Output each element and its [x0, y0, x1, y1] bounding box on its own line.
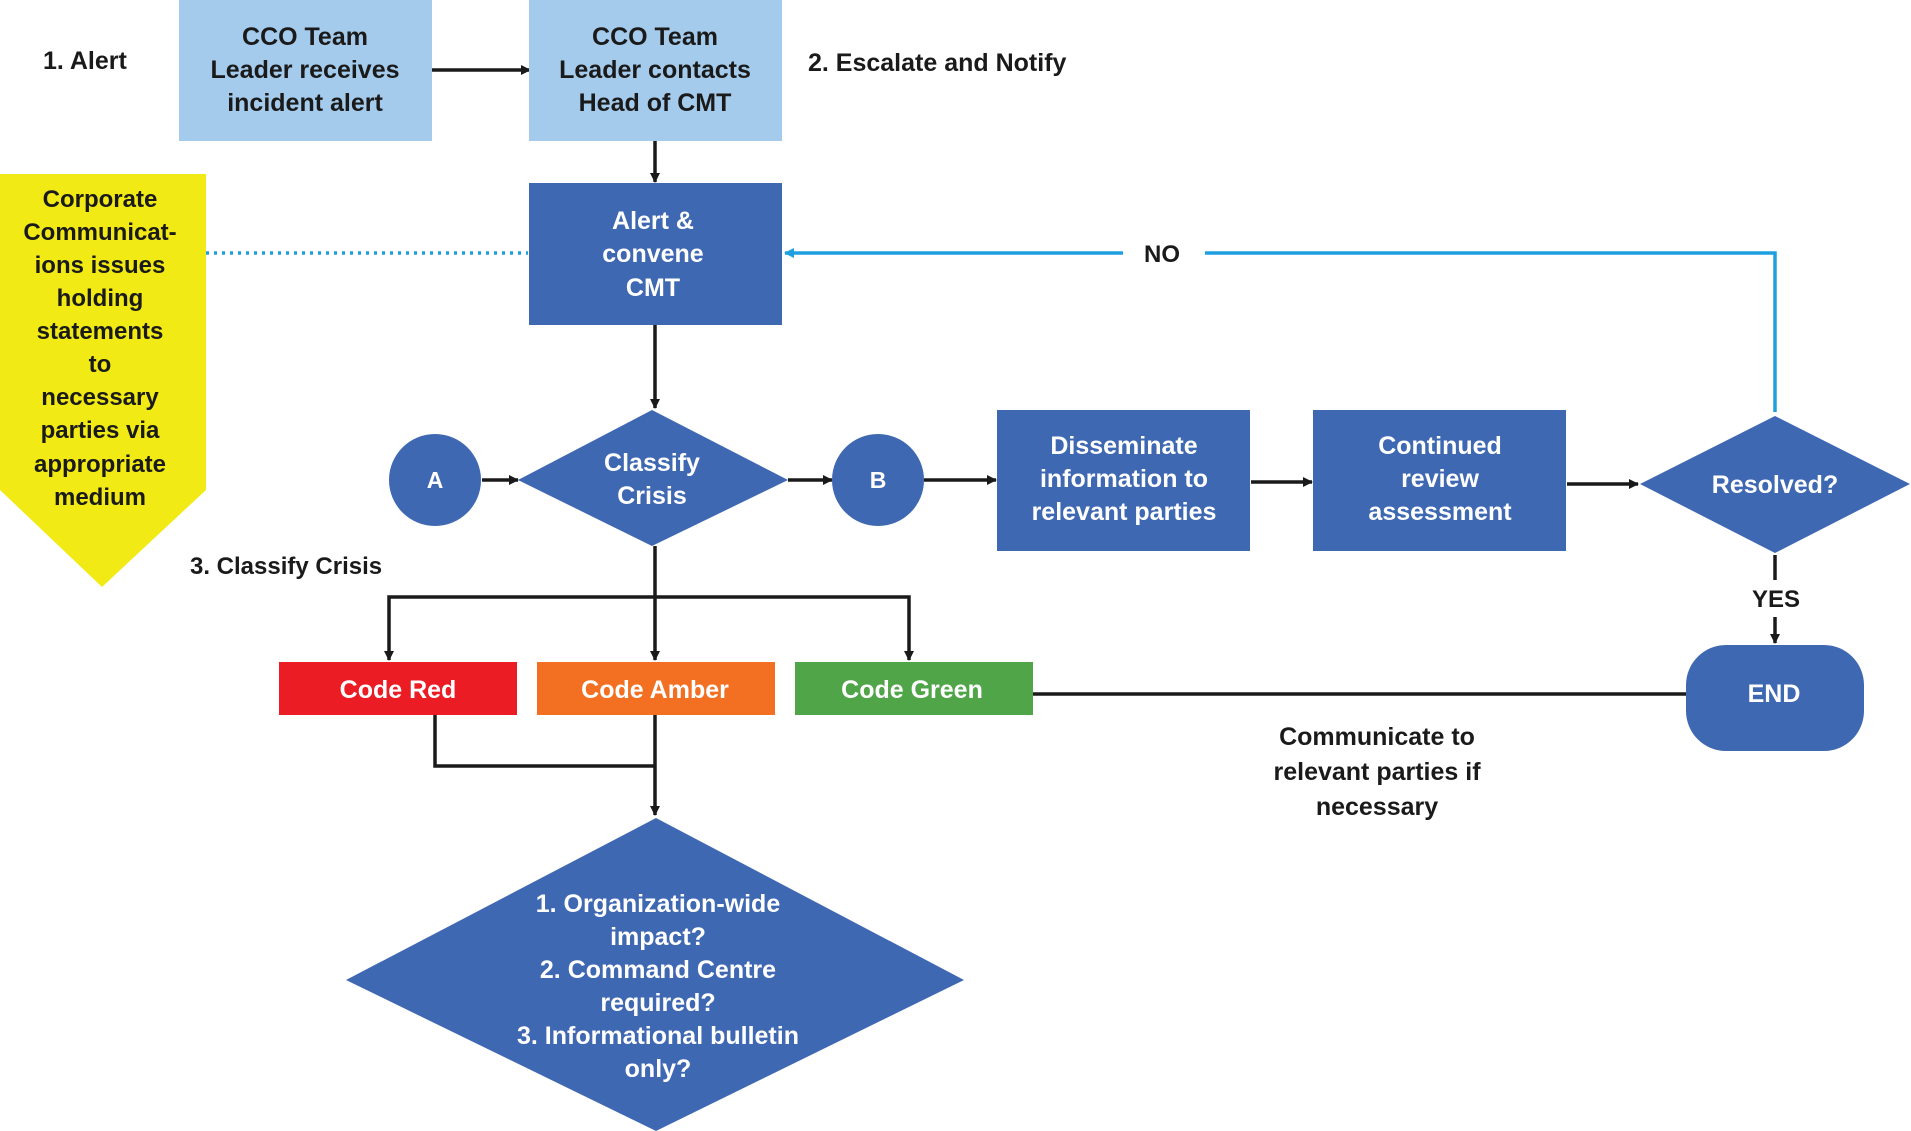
holding-line10: medium — [54, 484, 146, 511]
node-end: END — [1686, 645, 1864, 751]
questions-line5: 3. Informational bulletin — [517, 1022, 799, 1050]
review-line2: review — [1401, 465, 1479, 493]
arrow-resolved-no-loop — [1205, 251, 1777, 412]
review-line3: assessment — [1368, 498, 1512, 526]
node-receive-alert-line3: incident alert — [227, 89, 383, 117]
arrow-branch-code-red — [384, 595, 655, 661]
label-classify-crisis: 3. Classify Crisis — [190, 553, 382, 580]
arrow-branch-code-green — [655, 595, 914, 661]
node-contact-head: CCO Team Leader contacts Head of CMT — [529, 0, 782, 141]
node-receive-alert-line1: CCO Team — [242, 23, 368, 51]
node-contact-head-line1: CCO Team — [592, 23, 718, 51]
decision-questions: 1. Organization-wide impact? 2. Command … — [346, 818, 964, 1131]
holding-line3: ions issues — [35, 252, 166, 279]
questions-line6: only? — [625, 1055, 692, 1083]
node-convene: Alert & convene CMT — [529, 183, 782, 325]
node-code-red: Code Red — [279, 662, 517, 715]
questions-line4: required? — [600, 989, 715, 1017]
label-alert: 1. Alert — [43, 47, 128, 75]
holding-line9: appropriate — [34, 451, 166, 478]
label-communicate-line1: Communicate to — [1279, 723, 1475, 751]
connector-a: A — [389, 434, 481, 526]
holding-line2: Communicat- — [23, 219, 176, 246]
resolved-label: Resolved? — [1712, 471, 1838, 499]
node-convene-line3: CMT — [626, 274, 680, 302]
connector-b-label: B — [870, 467, 887, 493]
holding-line4: holding — [57, 285, 144, 312]
decision-classify: Classify Crisis — [518, 410, 788, 546]
holding-line7: necessary — [41, 384, 159, 411]
node-contact-head-line3: Head of CMT — [579, 89, 732, 117]
disseminate-line1: Disseminate — [1050, 432, 1197, 460]
questions-line3: 2. Command Centre — [540, 956, 776, 984]
disseminate-line2: information to — [1040, 465, 1208, 493]
questions-line2: impact? — [610, 923, 706, 951]
holding-line1: Corporate — [43, 186, 158, 213]
code-amber-label: Code Amber — [581, 676, 729, 704]
line-red-join — [433, 715, 655, 768]
labels: 1. Alert 2. Escalate and Notify 3. Class… — [43, 47, 1800, 821]
classify-line1: Classify — [604, 449, 700, 477]
label-escalate: 2. Escalate and Notify — [808, 49, 1067, 77]
decision-resolved: Resolved? — [1640, 416, 1910, 553]
code-green-label: Code Green — [841, 676, 983, 704]
review-line1: Continued — [1378, 432, 1502, 460]
holding-line6: to — [89, 351, 112, 378]
connector-a-label: A — [427, 467, 444, 493]
node-holding-statements: Corporate Communicat- ions issues holdin… — [0, 174, 206, 587]
holding-line5: statements — [37, 318, 164, 345]
label-communicate-line2: relevant parties if — [1273, 758, 1481, 786]
node-receive-alert: CCO Team Leader receives incident alert — [179, 0, 432, 141]
holding-line8: parties via — [41, 417, 160, 444]
node-contact-head-line2: Leader contacts — [559, 56, 751, 84]
node-code-amber: Code Amber — [537, 662, 775, 715]
node-disseminate: Disseminate information to relevant part… — [997, 410, 1250, 551]
node-code-green: Code Green — [795, 662, 1033, 715]
node-receive-alert-line2: Leader receives — [210, 56, 399, 84]
node-convene-line2: convene — [602, 240, 704, 268]
classify-line2: Crisis — [617, 482, 686, 510]
label-communicate-line3: necessary — [1316, 793, 1438, 821]
end-label: END — [1748, 680, 1801, 708]
connector-b: B — [832, 434, 924, 526]
label-no: NO — [1144, 241, 1180, 268]
code-red-label: Code Red — [340, 676, 457, 704]
node-convene-line1: Alert & — [612, 207, 694, 235]
label-yes: YES — [1752, 586, 1800, 613]
connectors — [206, 65, 1780, 816]
disseminate-line3: relevant parties — [1032, 498, 1217, 526]
node-review: Continued review assessment — [1313, 410, 1566, 551]
questions-line1: 1. Organization-wide — [536, 890, 781, 918]
